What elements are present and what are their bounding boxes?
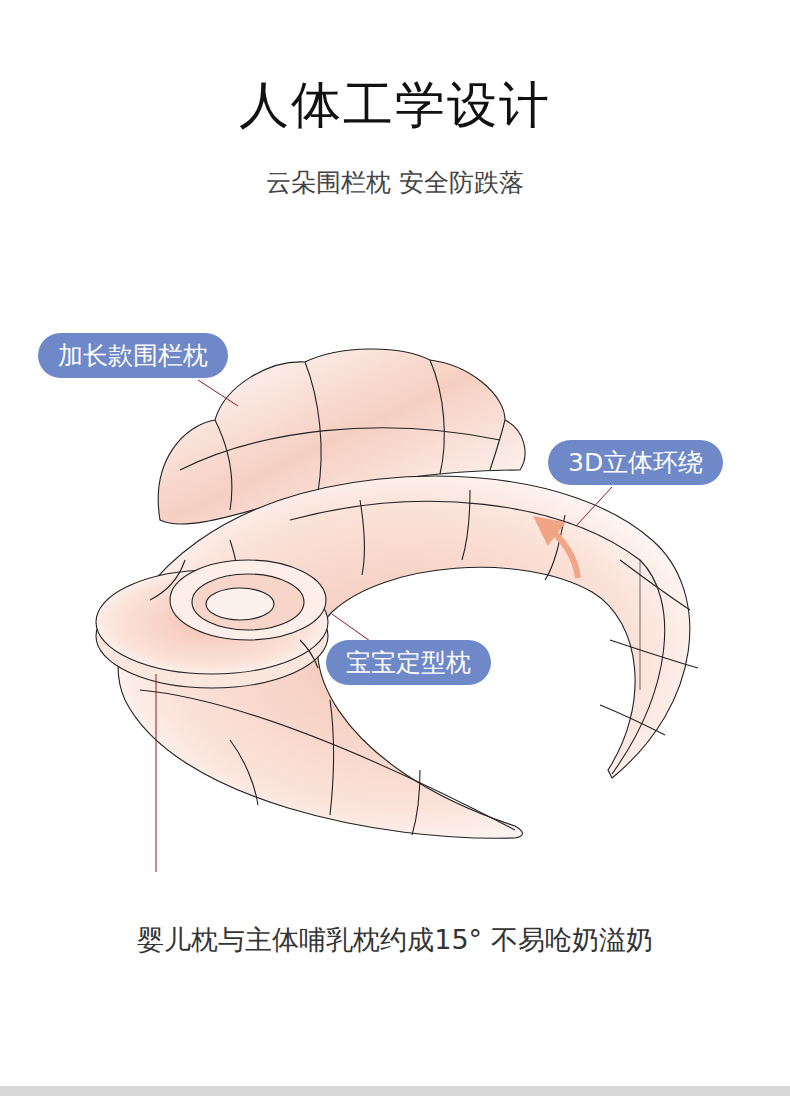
callout-pill: 加长款围栏枕 (38, 333, 228, 378)
surround-arrow (545, 525, 578, 578)
subtitle: 云朵围栏枕 安全防跌落 (0, 166, 790, 199)
leader-line (198, 380, 238, 406)
caption: 婴儿枕与主体哺乳枕约成15° 不易呛奶溢奶 (0, 922, 790, 958)
leader-line (332, 614, 370, 641)
leader-line (156, 674, 157, 872)
pillow-lines (96, 349, 698, 838)
callout-text: 加长款围栏枕 (58, 340, 208, 371)
callout-pill: 3D立体环绕 (548, 440, 723, 485)
callout-text: 宝宝定型枕 (346, 647, 471, 678)
callout-pill: 宝宝定型枕 (326, 640, 491, 685)
bottom-bar (0, 1086, 790, 1096)
page-title: 人体工学设计 (0, 72, 790, 139)
leader-line (576, 487, 612, 526)
callout-text: 3D立体环绕 (568, 447, 703, 478)
